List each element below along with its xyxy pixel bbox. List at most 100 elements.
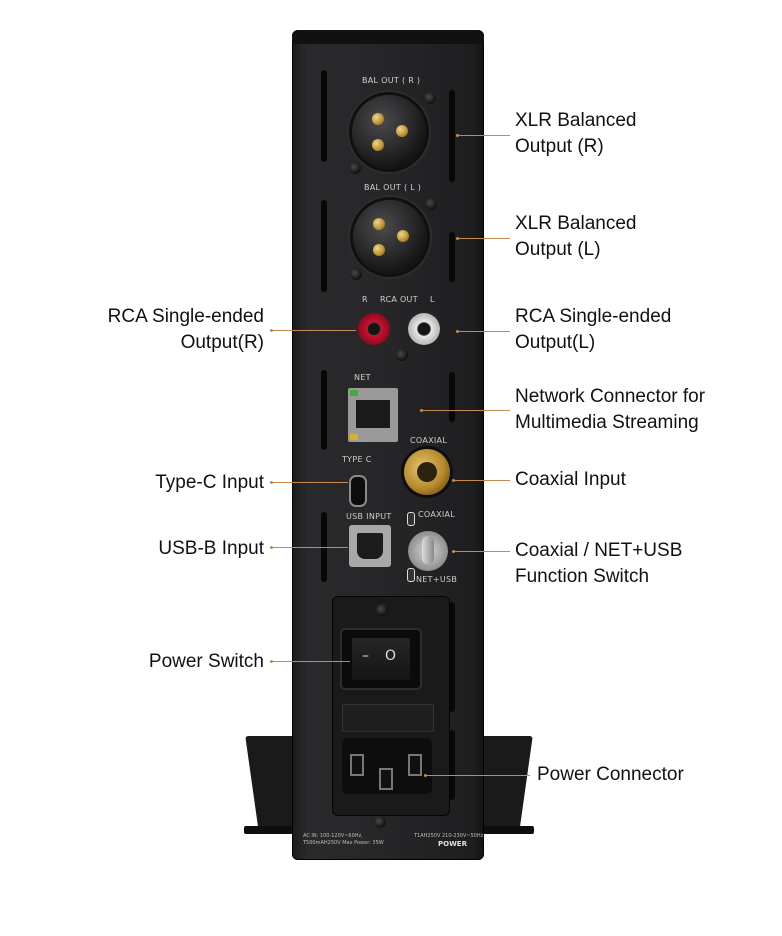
vent-slot <box>321 370 327 450</box>
leader-coaxial <box>452 479 510 482</box>
coaxial-center <box>417 462 437 482</box>
fuse-holder <box>342 704 434 732</box>
usb-b-socket <box>357 533 383 559</box>
stand-base-left <box>244 826 302 834</box>
callout-xlr-balanced-l: XLR Balanced Output (L) <box>515 211 636 263</box>
callout-rca-single-ended-l: RCA Single-ended Output(L) <box>515 304 671 356</box>
leader-rca-r <box>270 329 356 332</box>
vent-slot <box>449 602 455 712</box>
callout-usb-b-input: USB-B Input <box>158 536 264 562</box>
xlr-connector-l[interactable] <box>353 200 427 274</box>
vent-slot <box>449 730 455 800</box>
callout-power-connector: Power Connector <box>537 762 684 788</box>
rca-jack-white[interactable] <box>408 313 440 345</box>
vent-slot <box>449 372 455 422</box>
coaxial-connector[interactable] <box>404 449 450 495</box>
bal-out-l-label: BAL OUT ( L ) <box>364 183 422 192</box>
vent-slot <box>321 200 327 292</box>
callout-network-connector: Network Connector for Multimedia Streami… <box>515 384 705 436</box>
callout-type-c-input: Type-C Input <box>155 470 264 496</box>
leader-rca-l <box>456 330 510 333</box>
screw-icon <box>374 816 386 828</box>
callout-line: RCA Single-ended <box>107 306 264 327</box>
callout-line: Power Connector <box>537 764 684 785</box>
screw-icon <box>424 92 436 104</box>
leader-xlr-l <box>456 237 510 240</box>
xlr-pin <box>372 139 384 151</box>
iec-power-socket[interactable] <box>342 738 432 794</box>
callout-line: Type-C Input <box>155 472 264 493</box>
callout-rca-single-ended-r: RCA Single-ended Output(R) <box>108 304 264 356</box>
ethernet-socket <box>356 400 390 428</box>
bal-out-r-label: BAL OUT ( R ) <box>362 76 421 85</box>
rating-text-right-1: T1AH250V 210-230V~50Hz, <box>414 833 485 839</box>
callout-line: XLR Balanced <box>515 110 637 131</box>
screw-icon <box>350 268 362 280</box>
leader-power-connector <box>424 774 530 777</box>
usb-b-port[interactable] <box>349 525 391 567</box>
type-c-label: TYPE C <box>342 455 372 464</box>
leader-type-c <box>270 481 348 484</box>
activity-led <box>350 434 358 440</box>
xlr-pin <box>396 125 408 137</box>
leader-xlr-r <box>456 134 510 137</box>
rating-text-left-2: T500mAH250V Max Power: 35W <box>303 840 384 846</box>
iec-pin <box>408 754 422 776</box>
rca-jack-red[interactable] <box>358 313 390 345</box>
vent-slot <box>321 70 327 162</box>
callout-line: Output(L) <box>515 332 596 353</box>
iec-pin <box>379 768 393 790</box>
callout-line: RCA Single-ended <box>515 306 672 327</box>
screw-icon <box>349 162 361 174</box>
ethernet-port[interactable] <box>348 388 398 442</box>
callout-line: Output (L) <box>515 239 601 260</box>
rca-hole <box>368 323 380 335</box>
link-led <box>350 390 358 396</box>
callout-line: Power Switch <box>148 651 264 672</box>
callout-line: XLR Balanced <box>515 213 637 234</box>
xlr-pin <box>373 218 385 230</box>
callout-line: USB-B Input <box>158 538 264 559</box>
callout-line: Function Switch <box>515 566 650 587</box>
xlr-pin <box>372 113 384 125</box>
usb-input-label: USB INPUT <box>346 512 392 521</box>
power-rocker-switch[interactable] <box>352 638 410 680</box>
callout-line: Output (R) <box>515 136 604 157</box>
leader-function-switch <box>452 550 510 553</box>
callout-line: Multimedia Streaming <box>515 412 699 433</box>
screw-icon <box>396 349 408 361</box>
leader-usb-b <box>270 546 348 549</box>
power-label: POWER <box>438 840 467 848</box>
rca-out-label: RCA OUT <box>380 295 418 304</box>
vent-slot <box>449 232 455 282</box>
rca-l-label: L <box>430 295 435 304</box>
switch-position-icon <box>407 568 415 582</box>
usb-type-c-port[interactable] <box>349 475 367 507</box>
switch-position-icon <box>407 512 415 526</box>
xlr-connector-r[interactable] <box>352 95 426 169</box>
rca-hole <box>418 323 430 335</box>
callout-line: Coaxial / NET+USB <box>515 540 683 561</box>
callout-power-switch: Power Switch <box>149 649 264 675</box>
vent-slot <box>449 90 455 182</box>
leader-network <box>420 409 510 412</box>
xlr-pin <box>373 244 385 256</box>
callout-line: Output(R) <box>180 332 264 353</box>
power-on-symbol: O <box>385 648 397 664</box>
net-label: NET <box>354 373 371 382</box>
callout-line: Network Connector for <box>515 386 706 407</box>
callout-coaxial-input: Coaxial Input <box>515 467 626 493</box>
rating-text-left-1: AC IN: 100-120V~60Hz, <box>303 833 363 839</box>
function-toggle-switch[interactable] <box>422 536 434 564</box>
stand-base-right <box>478 826 534 834</box>
callout-line: Coaxial Input <box>515 469 626 490</box>
screw-icon <box>425 198 437 210</box>
screw-icon <box>376 604 388 616</box>
leader-power-switch <box>270 660 350 663</box>
switch-coaxial-label: COAXIAL <box>418 510 456 519</box>
iec-pin <box>350 754 364 776</box>
rca-r-label: R <box>362 295 368 304</box>
xlr-pin <box>397 230 409 242</box>
coaxial-label: COAXIAL <box>410 436 448 445</box>
